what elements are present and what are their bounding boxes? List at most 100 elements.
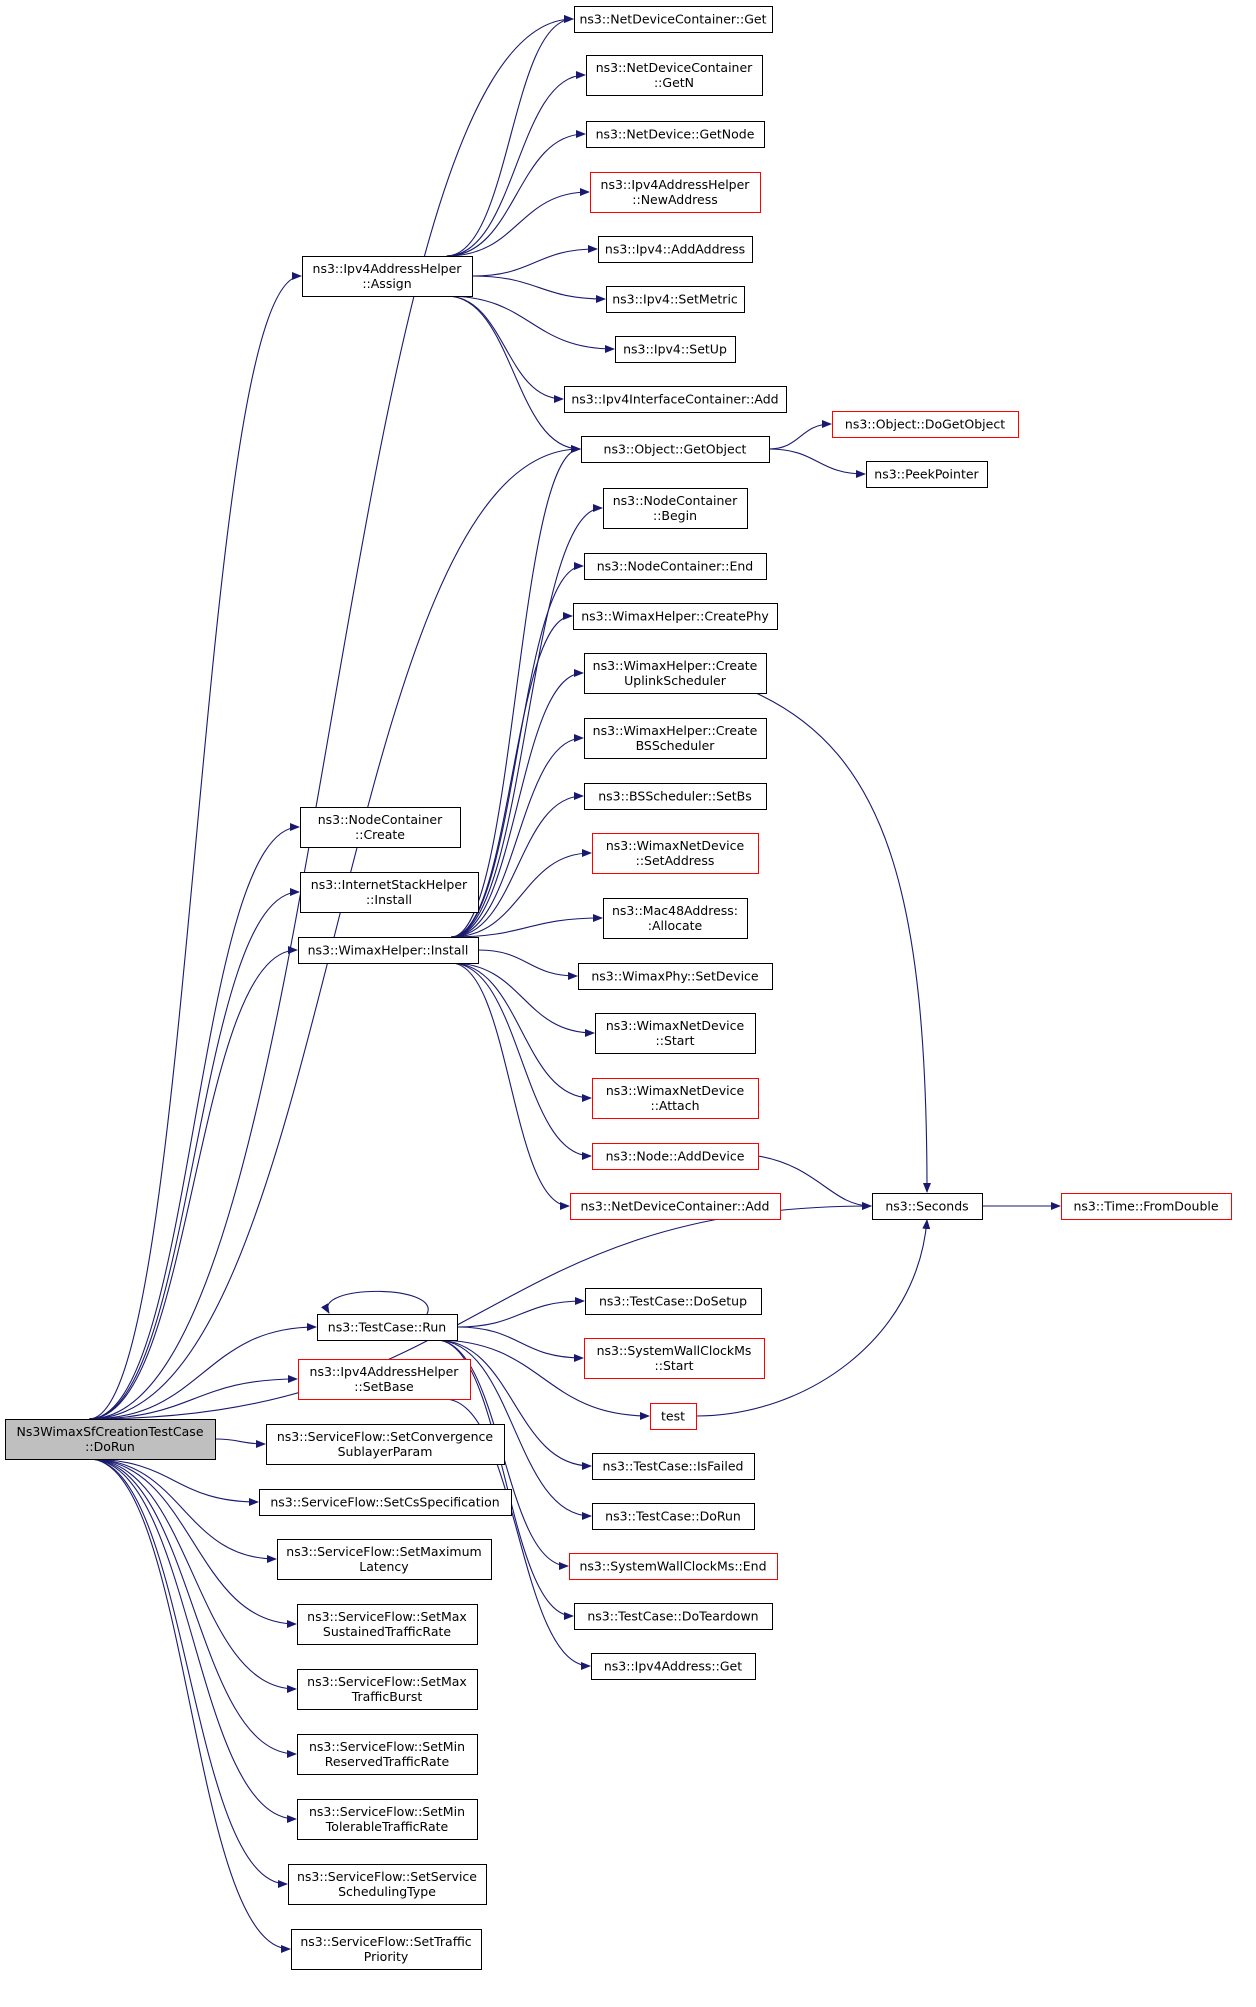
node-box [584,783,767,810]
node-dosetup[interactable]: ns3::TestCase::DoSetup [585,1288,762,1315]
node-attach[interactable]: ns3::WimaxNetDevice::Attach [592,1078,759,1119]
node-swcstart[interactable]: ns3::SystemWallClockMs::Start [584,1338,765,1379]
node-label: ns3::Ipv4::SetMetric [612,292,738,307]
call-edge [450,669,584,938]
node-box [598,236,753,263]
node-ncbegin[interactable]: ns3::NodeContainer::Begin [603,488,748,529]
node-label: ::Begin [653,508,697,523]
node-dogetobject[interactable]: ns3::Object::DoGetObject [832,411,1019,438]
node-nccreate[interactable]: ns3::NodeContainer::Create [300,807,461,848]
edge-getobject-to-peekpointer [768,448,866,478]
node-label: Ns3WimaxSfCreationTestCase [16,1424,203,1439]
edge-root-to-assign [88,272,302,1420]
node-fromdouble[interactable]: ns3::Time::FromDouble [1061,1193,1232,1220]
node-setbase[interactable]: ns3::Ipv4AddressHelper::SetBase [298,1359,471,1400]
call-edge [435,1339,650,1420]
edge-tcrun-to-tcrun [321,1290,429,1315]
node-ndcget[interactable]: ns3::NetDeviceContainer::Get [574,6,773,33]
node-sfmaxsus[interactable]: ns3::ServiceFlow::SetMaxSustainedTraffic… [297,1604,478,1645]
node-label: ns3::WimaxNetDevice [606,838,745,853]
call-edge [450,849,592,938]
node-whinstall[interactable]: ns3::WimaxHelper::Install [298,937,479,964]
node-sfconv[interactable]: ns3::ServiceFlow::SetConvergenceSublayer… [266,1424,505,1465]
edge-root-to-sfmintol [88,1458,297,1823]
node-ndcadd[interactable]: ns3::NetDeviceContainer::Add [570,1193,781,1220]
edge-whinstall-to-createbs [450,734,584,938]
call-edge [321,1290,429,1315]
node-box [574,1603,773,1630]
node-label: ns3::PeekPointer [874,467,979,482]
node-ipv4addaddr[interactable]: ns3::Ipv4::AddAddress [598,236,753,263]
node-box [592,1078,759,1119]
node-box [581,436,770,463]
node-ncend[interactable]: ns3::NodeContainer::End [584,553,767,580]
node-test[interactable]: test [650,1403,697,1430]
node-seconds[interactable]: ns3::Seconds [872,1193,983,1220]
node-box [592,833,759,874]
node-adddevice[interactable]: ns3::Node::AddDevice [592,1143,759,1170]
node-swcend[interactable]: ns3::SystemWallClockMs::End [569,1553,778,1580]
node-doteardown[interactable]: ns3::TestCase::DoTeardown [574,1603,773,1630]
node-box [585,1288,762,1315]
node-ndgetnode[interactable]: ns3::NetDevice::GetNode [586,121,765,148]
node-box [266,1424,505,1465]
node-label: ::NewAddress [632,192,717,207]
node-tcrun[interactable]: ns3::TestCase::Run [317,1314,458,1341]
call-edge [88,1458,288,1888]
node-createphy[interactable]: ns3::WimaxHelper::CreatePhy [573,603,778,630]
node-start[interactable]: ns3::WimaxNetDevice::Start [595,1013,756,1054]
node-setbs[interactable]: ns3::BSScheduler::SetBs [584,783,767,810]
node-box [298,1359,471,1400]
node-box [5,1419,216,1460]
edge-root-to-sfcs [88,1458,259,1506]
node-setaddress[interactable]: ns3::WimaxNetDevice::SetAddress [592,833,759,874]
node-ndcgetn[interactable]: ns3::NetDeviceContainer::GetN [586,55,763,96]
edge-assign-to-getobject [446,295,581,453]
call-edge [88,1458,277,1563]
node-sfcs[interactable]: ns3::ServiceFlow::SetCsSpecification [259,1489,512,1516]
call-edge [695,1219,931,1417]
node-box [586,121,765,148]
node-peekpointer[interactable]: ns3::PeekPointer [866,461,988,488]
edge-root-to-ishinstall [88,888,300,1420]
node-label: ns3::NodeContainer [318,812,443,827]
node-box [288,1864,487,1905]
node-ipv4addrget[interactable]: ns3::Ipv4Address::Get [591,1653,756,1680]
call-edge [471,275,606,303]
node-assign[interactable]: ns3::Ipv4AddressHelper::Assign [302,256,473,297]
call-edge [450,914,603,938]
node-setdevice[interactable]: ns3::WimaxPhy::SetDevice [578,963,773,990]
node-setup[interactable]: ns3::Ipv4::SetUp [615,336,736,363]
node-sfmintol[interactable]: ns3::ServiceFlow::SetMinTolerableTraffic… [297,1799,478,1840]
edge-whinstall-to-createul [450,669,584,938]
node-isfailed[interactable]: ns3::TestCase::IsFailed [592,1453,755,1480]
node-getobject[interactable]: ns3::Object::GetObject [581,436,770,463]
node-label: ns3::WimaxHelper::Create [593,658,758,673]
node-label: ns3::ServiceFlow::SetMax [307,1609,467,1624]
call-edge [450,962,570,1210]
call-edge [450,792,584,938]
call-edge [88,1458,297,1758]
node-setmetric[interactable]: ns3::Ipv4::SetMetric [606,286,745,313]
node-box [574,6,773,33]
node-box [277,1539,492,1580]
call-edge [444,1398,591,1670]
node-newaddr[interactable]: ns3::Ipv4AddressHelper::NewAddress [590,172,761,213]
node-label: ns3::BSScheduler::SetBs [598,789,752,804]
node-allocate[interactable]: ns3::Mac48Address::Allocate [603,898,748,939]
node-root[interactable]: Ns3WimaxSfCreationTestCase::DoRun [5,1419,216,1460]
node-box [615,336,736,363]
node-tcdorun[interactable]: ns3::TestCase::DoRun [592,1503,755,1530]
edge-root-to-sfprio [88,1458,291,1953]
node-sfminres[interactable]: ns3::ServiceFlow::SetMinReservedTrafficR… [297,1734,478,1775]
edge-whinstall-to-adddevice [450,962,592,1160]
node-ipv4icadd[interactable]: ns3::Ipv4InterfaceContainer::Add [564,386,787,413]
node-box [570,1193,781,1220]
node-ishinstall[interactable]: ns3::InternetStackHelper::Install [300,872,479,913]
node-sfsched[interactable]: ns3::ServiceFlow::SetServiceSchedulingTy… [288,1864,487,1905]
